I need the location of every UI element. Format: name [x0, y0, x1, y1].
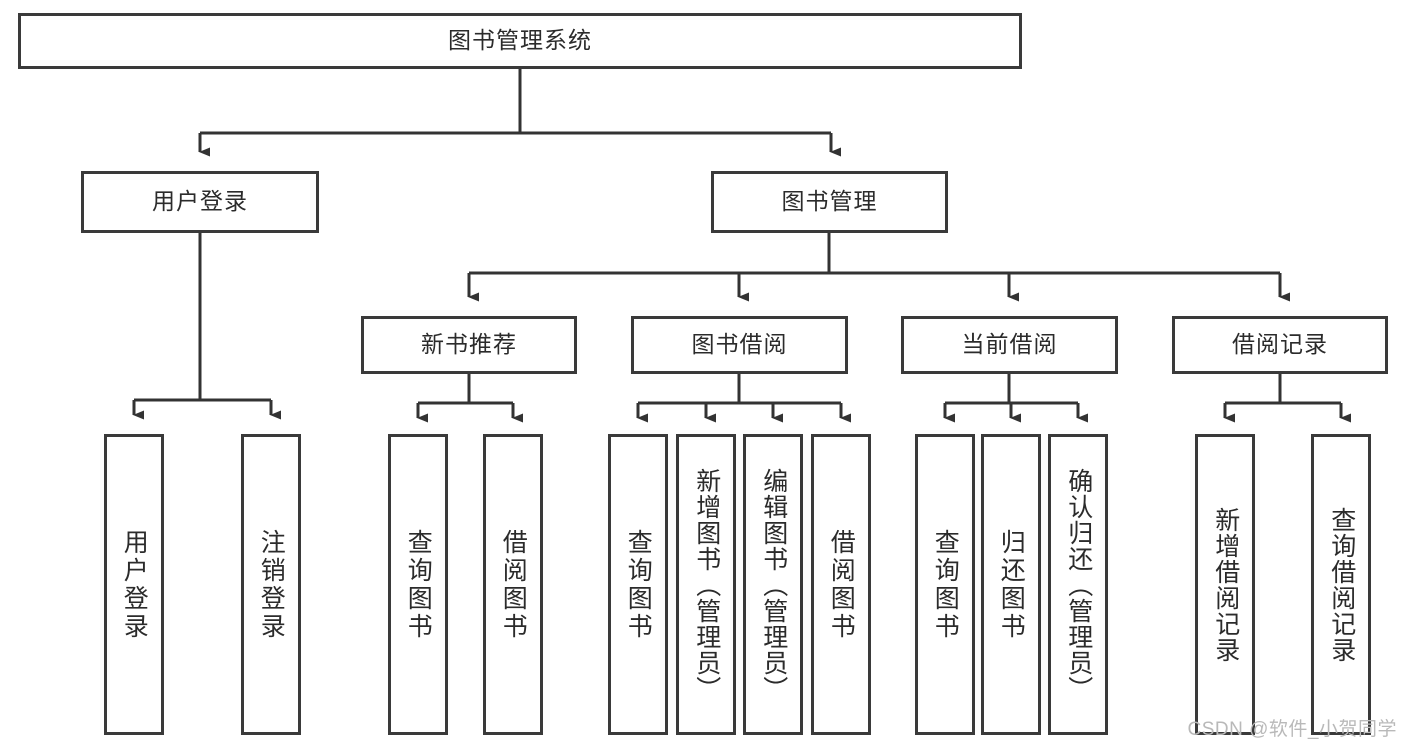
node-leaf-query-book-3-label: 查询图书 [931, 528, 960, 641]
node-leaf-add-record-label: 新增借阅记录 [1211, 506, 1240, 663]
node-leaf-query-book-1[interactable]: 查询图书 [388, 434, 448, 735]
node-leaf-borrow-book-1-label: 借阅图书 [499, 528, 528, 641]
node-leaf-edit-book-label: 编辑图书（管理员） [759, 467, 788, 702]
node-leaf-return-book-label: 归还图书 [997, 528, 1026, 641]
node-leaf-query-book-2[interactable]: 查询图书 [608, 434, 668, 735]
node-leaf-user-login-label: 用户登录 [120, 528, 149, 641]
node-root[interactable]: 图书管理系统 [18, 13, 1022, 69]
node-leaf-add-record[interactable]: 新增借阅记录 [1195, 434, 1255, 735]
node-borrow-record-label: 借阅记录 [1232, 331, 1328, 358]
node-user-login-label: 用户登录 [152, 188, 248, 215]
node-leaf-borrow-book-2-label: 借阅图书 [827, 528, 856, 641]
node-book-borrow-label: 图书借阅 [691, 331, 788, 358]
node-user-login[interactable]: 用户登录 [81, 171, 319, 233]
node-leaf-add-book[interactable]: 新增图书（管理员） [676, 434, 736, 735]
node-leaf-query-record-label: 查询借阅记录 [1327, 506, 1356, 663]
node-leaf-borrow-book-1[interactable]: 借阅图书 [483, 434, 543, 735]
node-new-book-recommend-label: 新书推荐 [421, 331, 517, 358]
node-leaf-query-book-3[interactable]: 查询图书 [915, 434, 975, 735]
node-book-borrow[interactable]: 图书借阅 [631, 316, 848, 374]
node-leaf-edit-book[interactable]: 编辑图书（管理员） [743, 434, 803, 735]
node-leaf-confirm-return-label: 确认归还（管理员） [1064, 467, 1093, 702]
node-leaf-borrow-book-2[interactable]: 借阅图书 [811, 434, 871, 735]
node-current-borrow-label: 当前借阅 [961, 331, 1058, 358]
node-leaf-query-book-1-label: 查询图书 [404, 528, 433, 641]
node-leaf-user-login[interactable]: 用户登录 [104, 434, 164, 735]
node-leaf-logout[interactable]: 注销登录 [241, 434, 301, 735]
node-leaf-query-book-2-label: 查询图书 [624, 528, 653, 641]
node-borrow-record[interactable]: 借阅记录 [1172, 316, 1388, 374]
node-new-book-recommend[interactable]: 新书推荐 [361, 316, 577, 374]
node-leaf-query-record[interactable]: 查询借阅记录 [1311, 434, 1371, 735]
node-leaf-logout-label: 注销登录 [257, 528, 286, 641]
node-book-manage-label: 图书管理 [781, 188, 878, 215]
node-current-borrow[interactable]: 当前借阅 [901, 316, 1118, 374]
node-root-label: 图书管理系统 [448, 27, 592, 54]
node-leaf-add-book-label: 新增图书（管理员） [692, 467, 721, 702]
node-book-manage[interactable]: 图书管理 [711, 171, 948, 233]
node-leaf-confirm-return[interactable]: 确认归还（管理员） [1048, 434, 1108, 735]
node-leaf-return-book[interactable]: 归还图书 [981, 434, 1041, 735]
